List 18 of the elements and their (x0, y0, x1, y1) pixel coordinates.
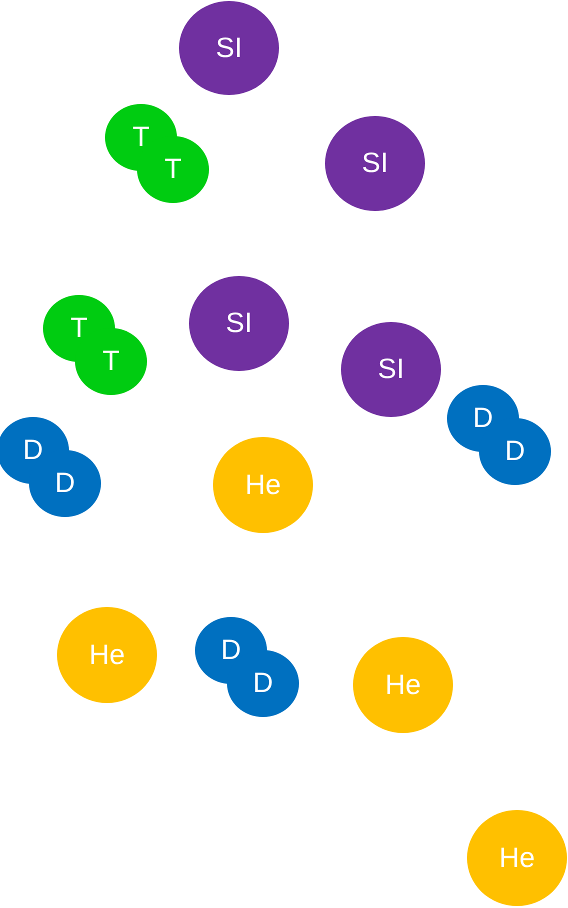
particle-label: SI (226, 309, 252, 337)
particle-label: T (70, 314, 88, 342)
particle-label: D (252, 669, 274, 697)
particle-label: T (132, 123, 150, 151)
particle-label: SI (378, 355, 404, 383)
particle-label: D (220, 636, 242, 664)
particle-label: T (164, 155, 182, 183)
particle-label: He (245, 471, 281, 499)
particle-label: He (385, 671, 421, 699)
particle-label: D (54, 469, 76, 497)
particle-label: D (22, 436, 44, 464)
particle-label: SI (216, 34, 242, 62)
particle-label: He (499, 844, 535, 872)
particle-label: T (102, 347, 120, 375)
particle-label: SI (362, 149, 388, 177)
particle-label: He (89, 641, 125, 669)
particle-label: D (504, 437, 526, 465)
particle-label: D (472, 404, 494, 432)
